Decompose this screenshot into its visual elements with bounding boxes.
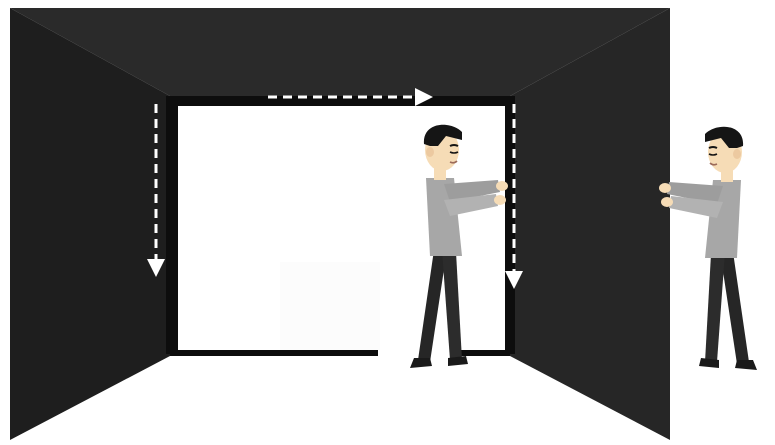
inner-panel [280,262,380,350]
